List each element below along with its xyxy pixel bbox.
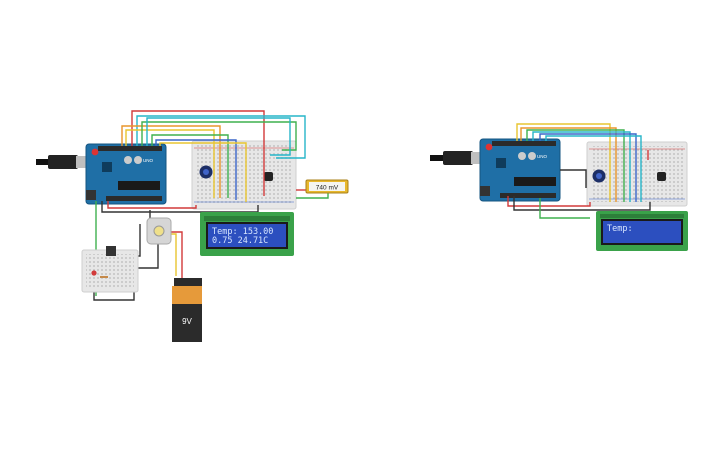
circuit-1: UNO [36,110,349,342]
arduino-uno-1[interactable]: UNO [85,143,167,205]
wires-2 [507,123,651,219]
lcd-line-2: 0.75 24.71C [212,236,268,246]
reset-button-icon[interactable] [91,148,99,156]
arduino-uno-2[interactable]: UNO [479,138,561,202]
arduino-model-label: UNO [537,154,547,159]
battery-9v[interactable]: 9V [172,278,202,342]
transistor-icon[interactable] [106,246,116,256]
usb-cable-1[interactable] [36,155,88,169]
circuit-2: UNO [430,123,688,251]
resistor-icon[interactable] [100,276,108,278]
reset-button-icon[interactable] [485,143,493,151]
led-icon[interactable] [91,270,97,276]
lcd-line-1: Temp: [607,224,633,234]
temperature-sensor-1[interactable] [264,172,273,181]
potentiometer-1[interactable] [199,165,213,179]
breadboard-2[interactable] [81,246,139,293]
multimeter-reading: 740 mV [316,185,339,192]
multimeter-1[interactable]: 740 mV [305,179,349,194]
battery-label: 9V [182,317,192,326]
potentiometer-2[interactable] [592,169,606,183]
lcd-display-2[interactable]: Temp: [596,211,688,251]
lcd-display-1[interactable]: Temp: 153.00 0.75 24.71C [200,212,294,256]
breadboard-3[interactable] [586,141,688,207]
usb-cable-2[interactable] [430,151,483,165]
temperature-sensor-2[interactable] [657,172,666,181]
dc-motor-1[interactable] [146,217,172,245]
lcd-line-1: Temp: 153.00 [212,227,273,237]
arduino-model-label: UNO [143,158,153,163]
